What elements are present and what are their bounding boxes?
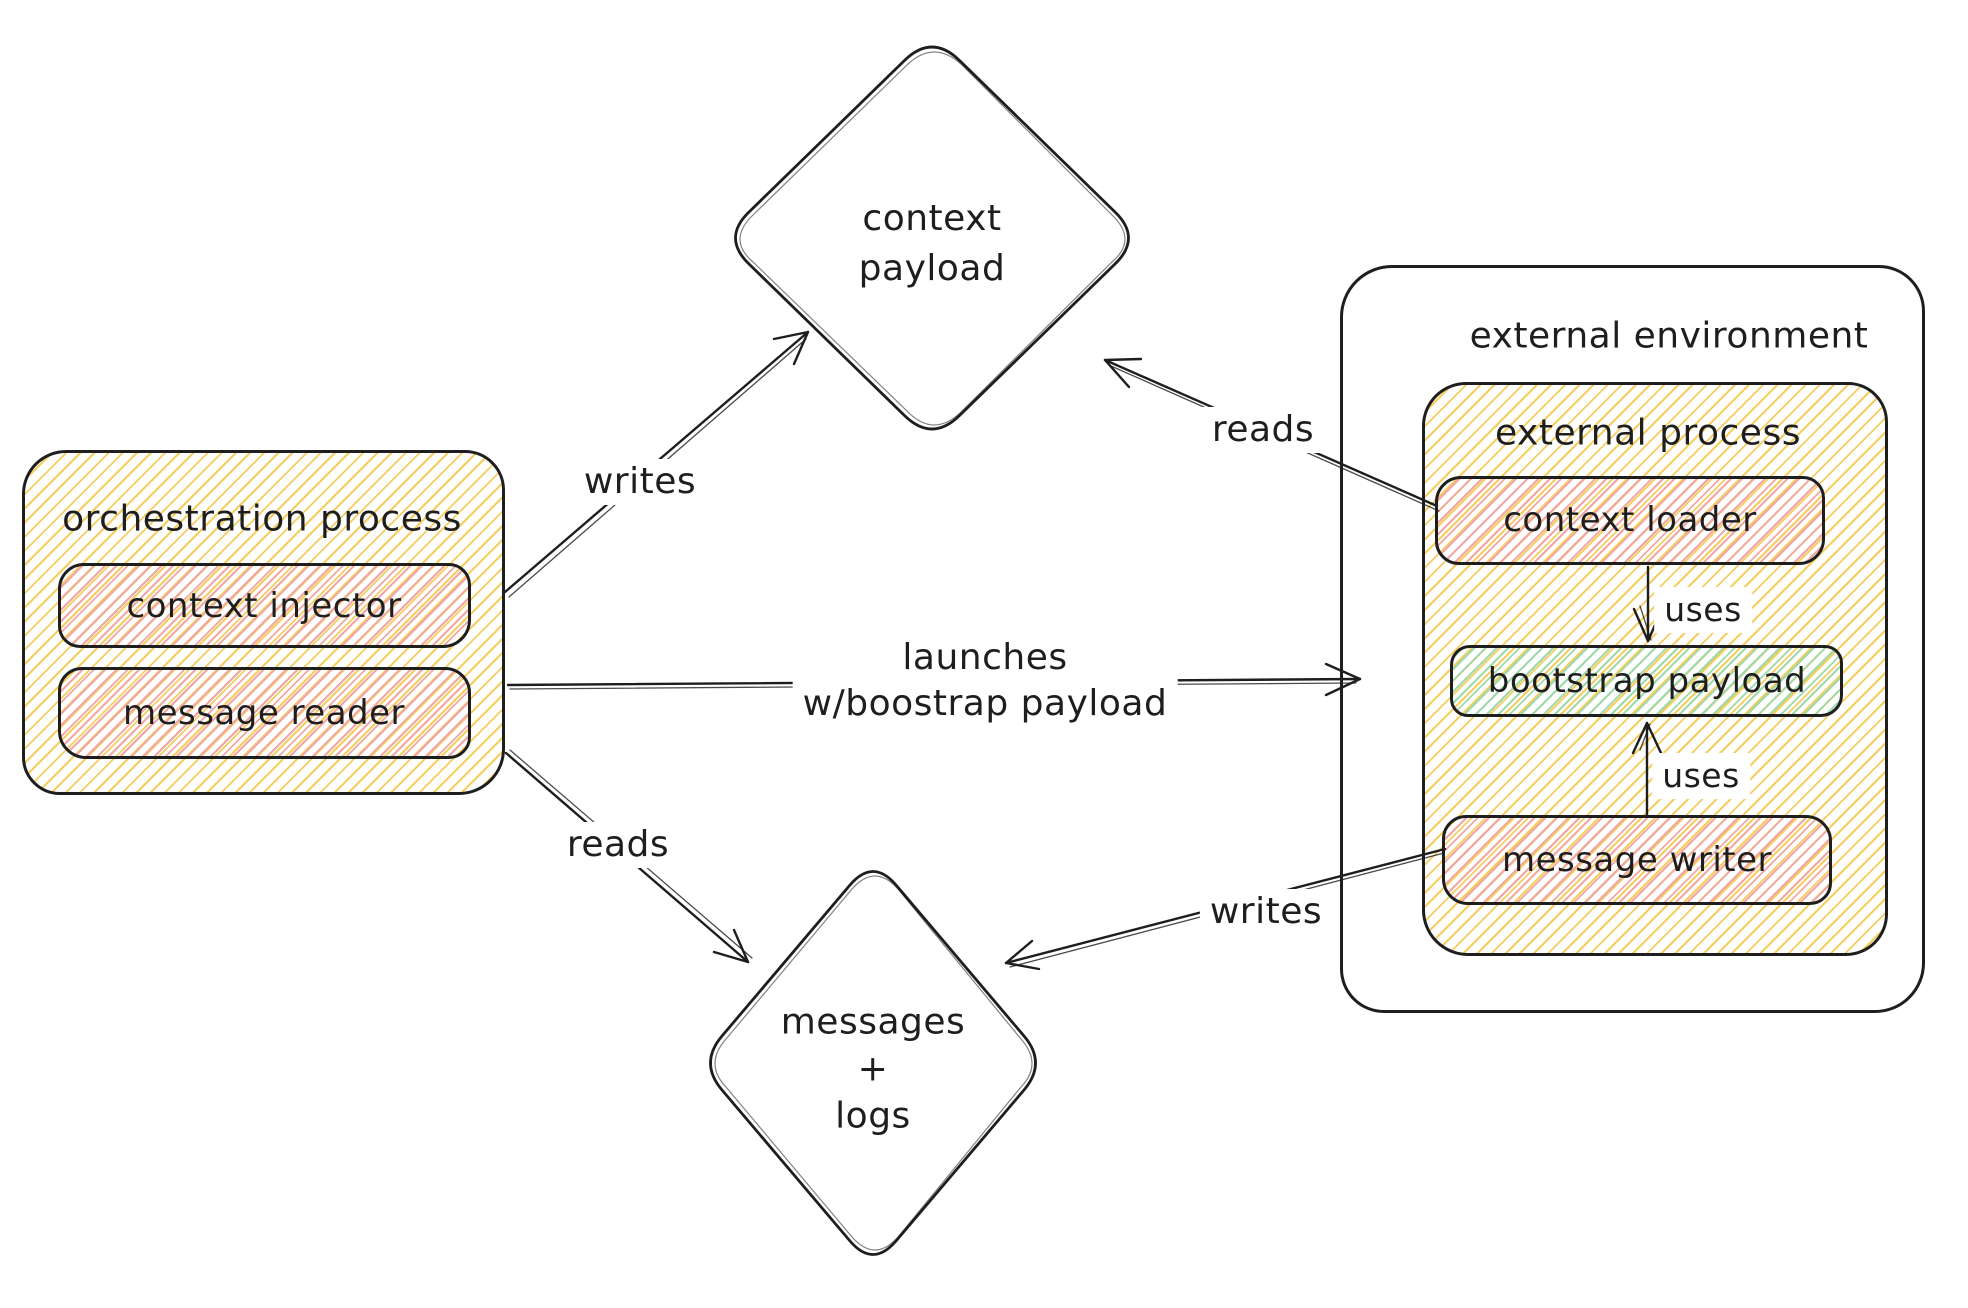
context-payload-label-line1: context: [862, 198, 1002, 239]
reads-bottom-edge-label: reads: [556, 822, 680, 868]
uses-bottom-edge-label: uses: [1652, 753, 1750, 799]
messages-logs-label-line1: messages: [780, 1001, 966, 1043]
uses-top-edge-label: uses: [1654, 587, 1752, 633]
context-payload-label: context payload: [859, 194, 1006, 294]
launches-edge-label-line2: w/boostrap payload: [802, 683, 1168, 724]
writes-bottom-edge-label: writes: [1199, 889, 1333, 935]
messages-logs-label-line3: logs: [835, 1095, 911, 1137]
context-loader-node: [1435, 476, 1825, 565]
writes-arrow-bottom-head: [1004, 939, 1041, 971]
orchestration-process-label: orchestration process: [62, 498, 462, 540]
context-injector-label: context injector: [126, 586, 402, 626]
message-writer-label: message writer: [1501, 840, 1773, 880]
message-writer-node: [1442, 815, 1832, 905]
writes-top-edge-label: writes: [573, 459, 707, 505]
external-environment-label: external environment: [1469, 315, 1869, 357]
external-process-label: external process: [1495, 412, 1801, 454]
reads-arrow-top-head: [1103, 357, 1143, 389]
context-payload-label-line2: payload: [858, 248, 1006, 289]
reads-arrow-bottom-head: [712, 928, 750, 964]
context-injector-node: [58, 563, 471, 648]
messages-logs-label: messages + logs: [781, 999, 966, 1140]
context-loader-label: context loader: [1503, 500, 1757, 540]
message-reader-node: [58, 667, 471, 759]
launches-edge-label: launches w/boostrap payload: [792, 632, 1178, 730]
messages-logs-label-line2: +: [857, 1048, 889, 1090]
reads-top-edge-label: reads: [1201, 407, 1325, 453]
bootstrap-payload-label: bootstrap payload: [1487, 661, 1807, 701]
message-reader-label: message reader: [122, 693, 406, 733]
launches-edge-label-line1: launches: [902, 637, 1068, 678]
writes-arrow-top-head: [772, 330, 810, 366]
bootstrap-payload-node: [1450, 645, 1843, 717]
external-environment-container: [1340, 265, 1925, 1013]
